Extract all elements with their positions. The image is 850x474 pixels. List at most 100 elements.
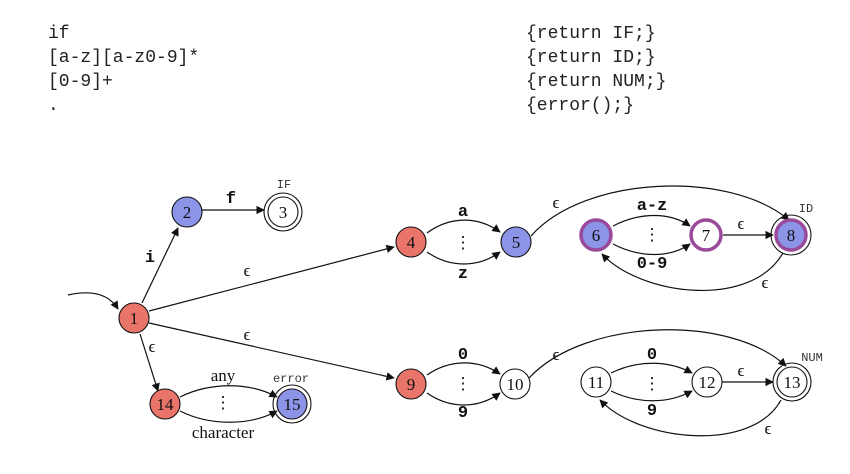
state-node-1: 1	[118, 302, 150, 334]
state-label: 2	[183, 203, 192, 222]
label-e4-5-dots: ⋮	[455, 233, 472, 252]
edge-9-10-top	[426, 362, 501, 376]
edge-10-13	[528, 329, 787, 379]
tag-id: ID	[799, 202, 813, 216]
label-e14-15-top: any	[211, 366, 236, 385]
rule-id: [a-z][a-z0-9]* {return ID;}	[48, 46, 748, 70]
tag-if: IF	[277, 178, 291, 192]
state-circle	[579, 218, 613, 252]
state-node-4: 4	[395, 226, 427, 258]
edge-8-6	[601, 252, 784, 291]
state-node-6: 6	[579, 218, 613, 252]
rule-pattern: [0-9]+	[48, 72, 113, 92]
label-e2-3: f	[226, 190, 236, 209]
rule-action: {error();}	[526, 96, 635, 116]
label-e11-12-top: 0	[647, 346, 657, 365]
state-circle	[149, 388, 181, 420]
label-e11-12-dots: ⋮	[644, 374, 661, 393]
state-circle	[580, 366, 612, 398]
state-circle	[774, 218, 808, 252]
state-circle	[267, 196, 299, 228]
rule-if: if {return IF;}	[48, 22, 748, 46]
state-label: 4	[407, 233, 416, 252]
label-e8-6: ϵ	[762, 273, 769, 292]
rule-action: {return ID;}	[526, 48, 656, 68]
state-node-14: 14	[149, 388, 181, 420]
rule-action: {return IF;}	[526, 24, 656, 44]
state-circle	[499, 368, 531, 400]
rule-error: . {error();}	[48, 94, 748, 118]
lex-rules: if {return IF;} [a-z][a-z0-9]* {return I…	[48, 22, 748, 118]
edge-6-7-bottom	[612, 243, 691, 256]
label-e4-5-top: a	[458, 203, 468, 222]
state-label: 6	[592, 226, 601, 245]
state-circle	[395, 368, 427, 400]
state-node-3: 3	[263, 192, 303, 232]
edge-14-15-bottom	[179, 410, 278, 423]
edge-labels: i f ϵ ϵ ϵ a ⋮ z ϵ a-z ⋮ 0-9 ϵ ϵ 0 ⋮ 9 ϵ …	[145, 190, 772, 442]
rule-num: [0-9]+ {return NUM;}	[48, 70, 748, 94]
label-e9-10-top: 0	[458, 346, 468, 365]
edge-1-9	[148, 322, 395, 381]
state-label: 7	[702, 226, 711, 245]
label-e13-11: ϵ	[765, 419, 772, 438]
label-e10-13: ϵ	[553, 345, 560, 364]
state-node-2: 2	[171, 196, 203, 228]
state-circle	[776, 366, 808, 398]
tag-num: NUM	[801, 351, 823, 365]
edge-1-14	[139, 333, 160, 392]
label-e1-9: ϵ	[244, 325, 251, 344]
label-e1-2: i	[145, 249, 155, 268]
label-e6-7-top: a-z	[637, 197, 668, 216]
state-label: 8	[787, 226, 796, 245]
state-label: 5	[512, 233, 521, 252]
state-node-12: 12	[691, 366, 723, 398]
edge-11-12-top	[610, 362, 693, 374]
label-e11-12-bottom: 9	[647, 402, 657, 421]
state-label: 14	[157, 395, 175, 414]
state-node-8: 8	[770, 214, 812, 256]
token-tags: IF ID NUM error	[273, 178, 823, 386]
label-e5-8: ϵ	[553, 193, 560, 212]
edge-4-5-bottom	[426, 251, 501, 265]
state-node-10: 10	[499, 368, 531, 400]
label-e14-15-bottom: character	[192, 423, 255, 442]
edge-14-15-top	[179, 385, 278, 398]
edge-9-10-bottom	[426, 392, 501, 406]
rule-action: {return NUM;}	[526, 72, 667, 92]
state-label: 12	[699, 373, 716, 392]
state-circle	[691, 366, 723, 398]
state-label: 10	[507, 375, 524, 394]
state-circle	[171, 196, 203, 228]
edges	[67, 185, 790, 437]
edge-11-12-bottom	[610, 390, 693, 402]
accept-ring	[770, 214, 812, 256]
label-e14-15-dots: ⋮	[215, 393, 232, 412]
edge-1-4	[148, 244, 395, 312]
state-circle	[500, 226, 532, 258]
state-circle	[276, 388, 308, 420]
state-circle	[689, 218, 723, 252]
state-label: 3	[279, 203, 288, 222]
edge-4-5-top	[426, 219, 501, 234]
state-node-15: 15	[272, 384, 312, 424]
state-node-7: 7	[689, 218, 723, 252]
state-label: 15	[284, 395, 301, 414]
rule-pattern: .	[48, 96, 59, 116]
edge-5-8	[530, 185, 790, 237]
label-e7-8: ϵ	[738, 214, 745, 233]
state-label: 11	[588, 373, 604, 392]
accept-ring	[263, 192, 303, 232]
state-node-9: 9	[395, 368, 427, 400]
state-node-5: 5	[500, 226, 532, 258]
state-label: 1	[130, 309, 139, 328]
rule-pattern: if	[48, 24, 70, 44]
label-e9-10-dots: ⋮	[455, 374, 472, 393]
edge-6-7-top	[612, 214, 691, 227]
state-circle	[395, 226, 427, 258]
edge-13-11	[599, 399, 782, 437]
state-label: 13	[784, 373, 801, 392]
label-e6-7-bottom: 0-9	[637, 255, 668, 274]
